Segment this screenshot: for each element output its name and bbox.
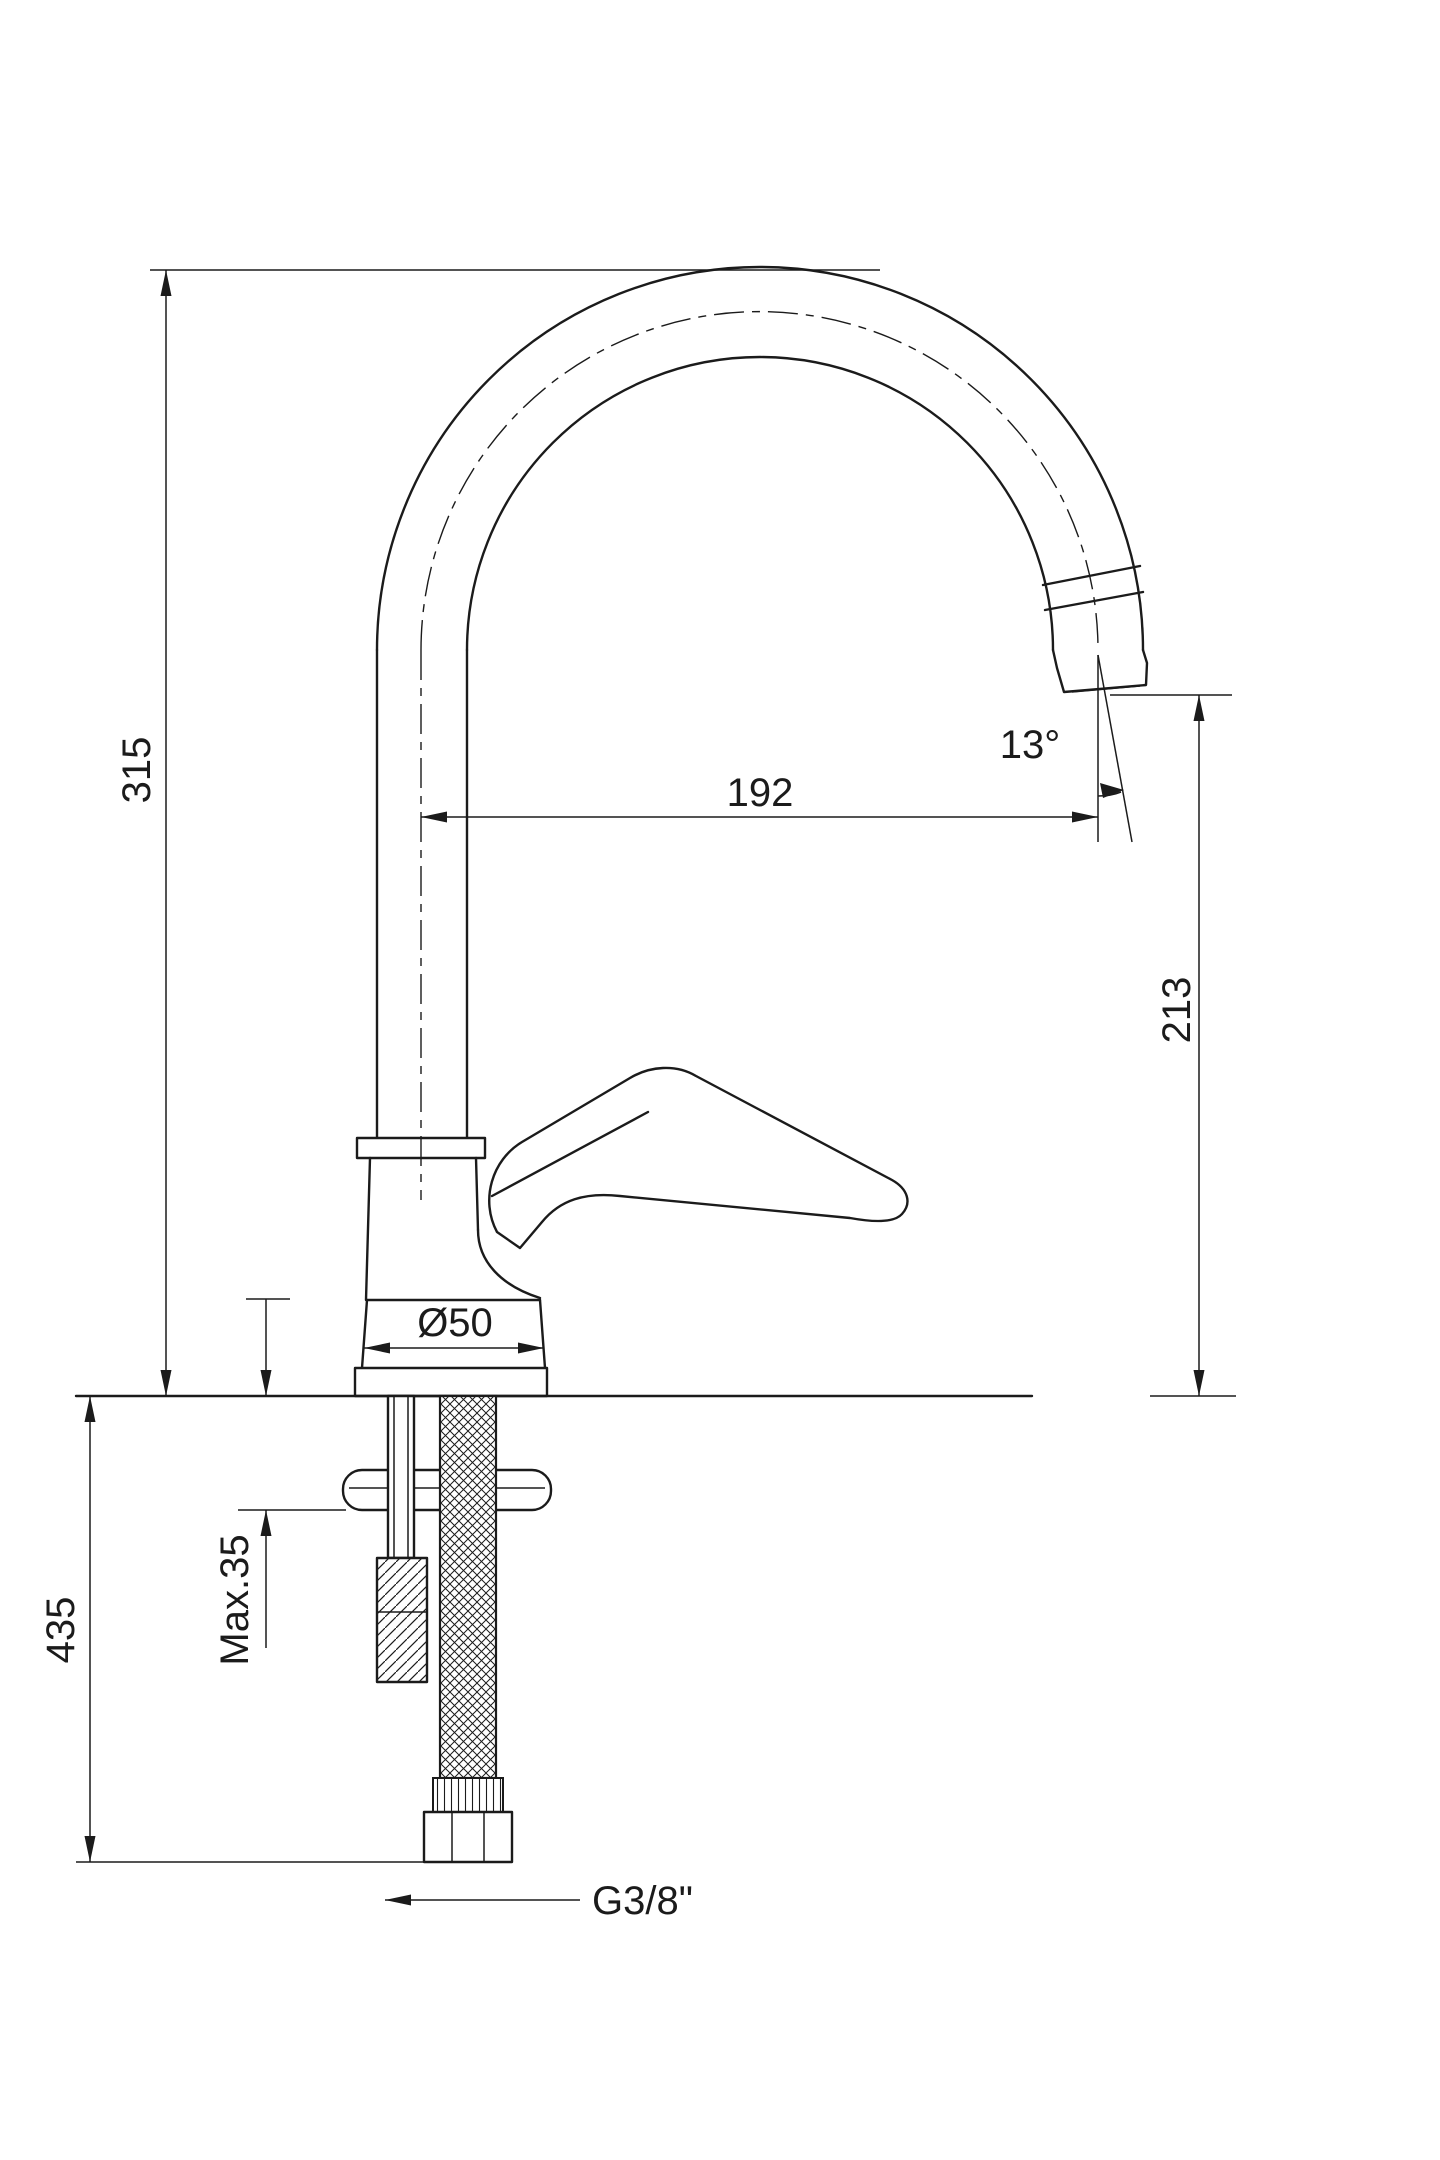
dim-spout-reach: 192 (421, 771, 1098, 823)
dim-outlet-height: 213 (1110, 694, 1236, 1397)
lever-handle (488, 1066, 909, 1250)
spout-aerator (1041, 564, 1149, 694)
dim-label-spout-angle: 13° (1000, 723, 1061, 767)
supply-hose (438, 1394, 498, 1780)
dim-label-supply-thread: G3/8" (592, 1879, 693, 1923)
hose-connector (422, 1777, 514, 1864)
dim-supply-thread: G3/8" (385, 1879, 693, 1923)
dim-base-diameter: Ø50 (364, 1301, 544, 1354)
spout-arc (375, 265, 1145, 1140)
dim-label-under-counter-length: 435 (39, 1597, 83, 1664)
dim-label-base-diameter: Ø50 (417, 1301, 493, 1345)
dim-label-overall-height: 315 (115, 737, 159, 804)
dim-overall-height: 315 (115, 269, 880, 1396)
dim-label-spout-reach: 192 (727, 771, 794, 815)
centerlines (420, 310, 1099, 1200)
dim-spout-angle: 13° (1000, 654, 1133, 843)
locknut (375, 1556, 429, 1684)
mixer-body (364, 1156, 542, 1302)
dim-label-outlet-height: 213 (1155, 977, 1199, 1044)
mounting-stud (386, 1394, 416, 1560)
base-flange (353, 1298, 549, 1398)
dim-label-max-deck-thickness: Max.35 (213, 1534, 257, 1665)
dim-max-deck-thickness: Max.35 (213, 1298, 346, 1666)
dim-under-counter-length: 435 (39, 1396, 430, 1863)
